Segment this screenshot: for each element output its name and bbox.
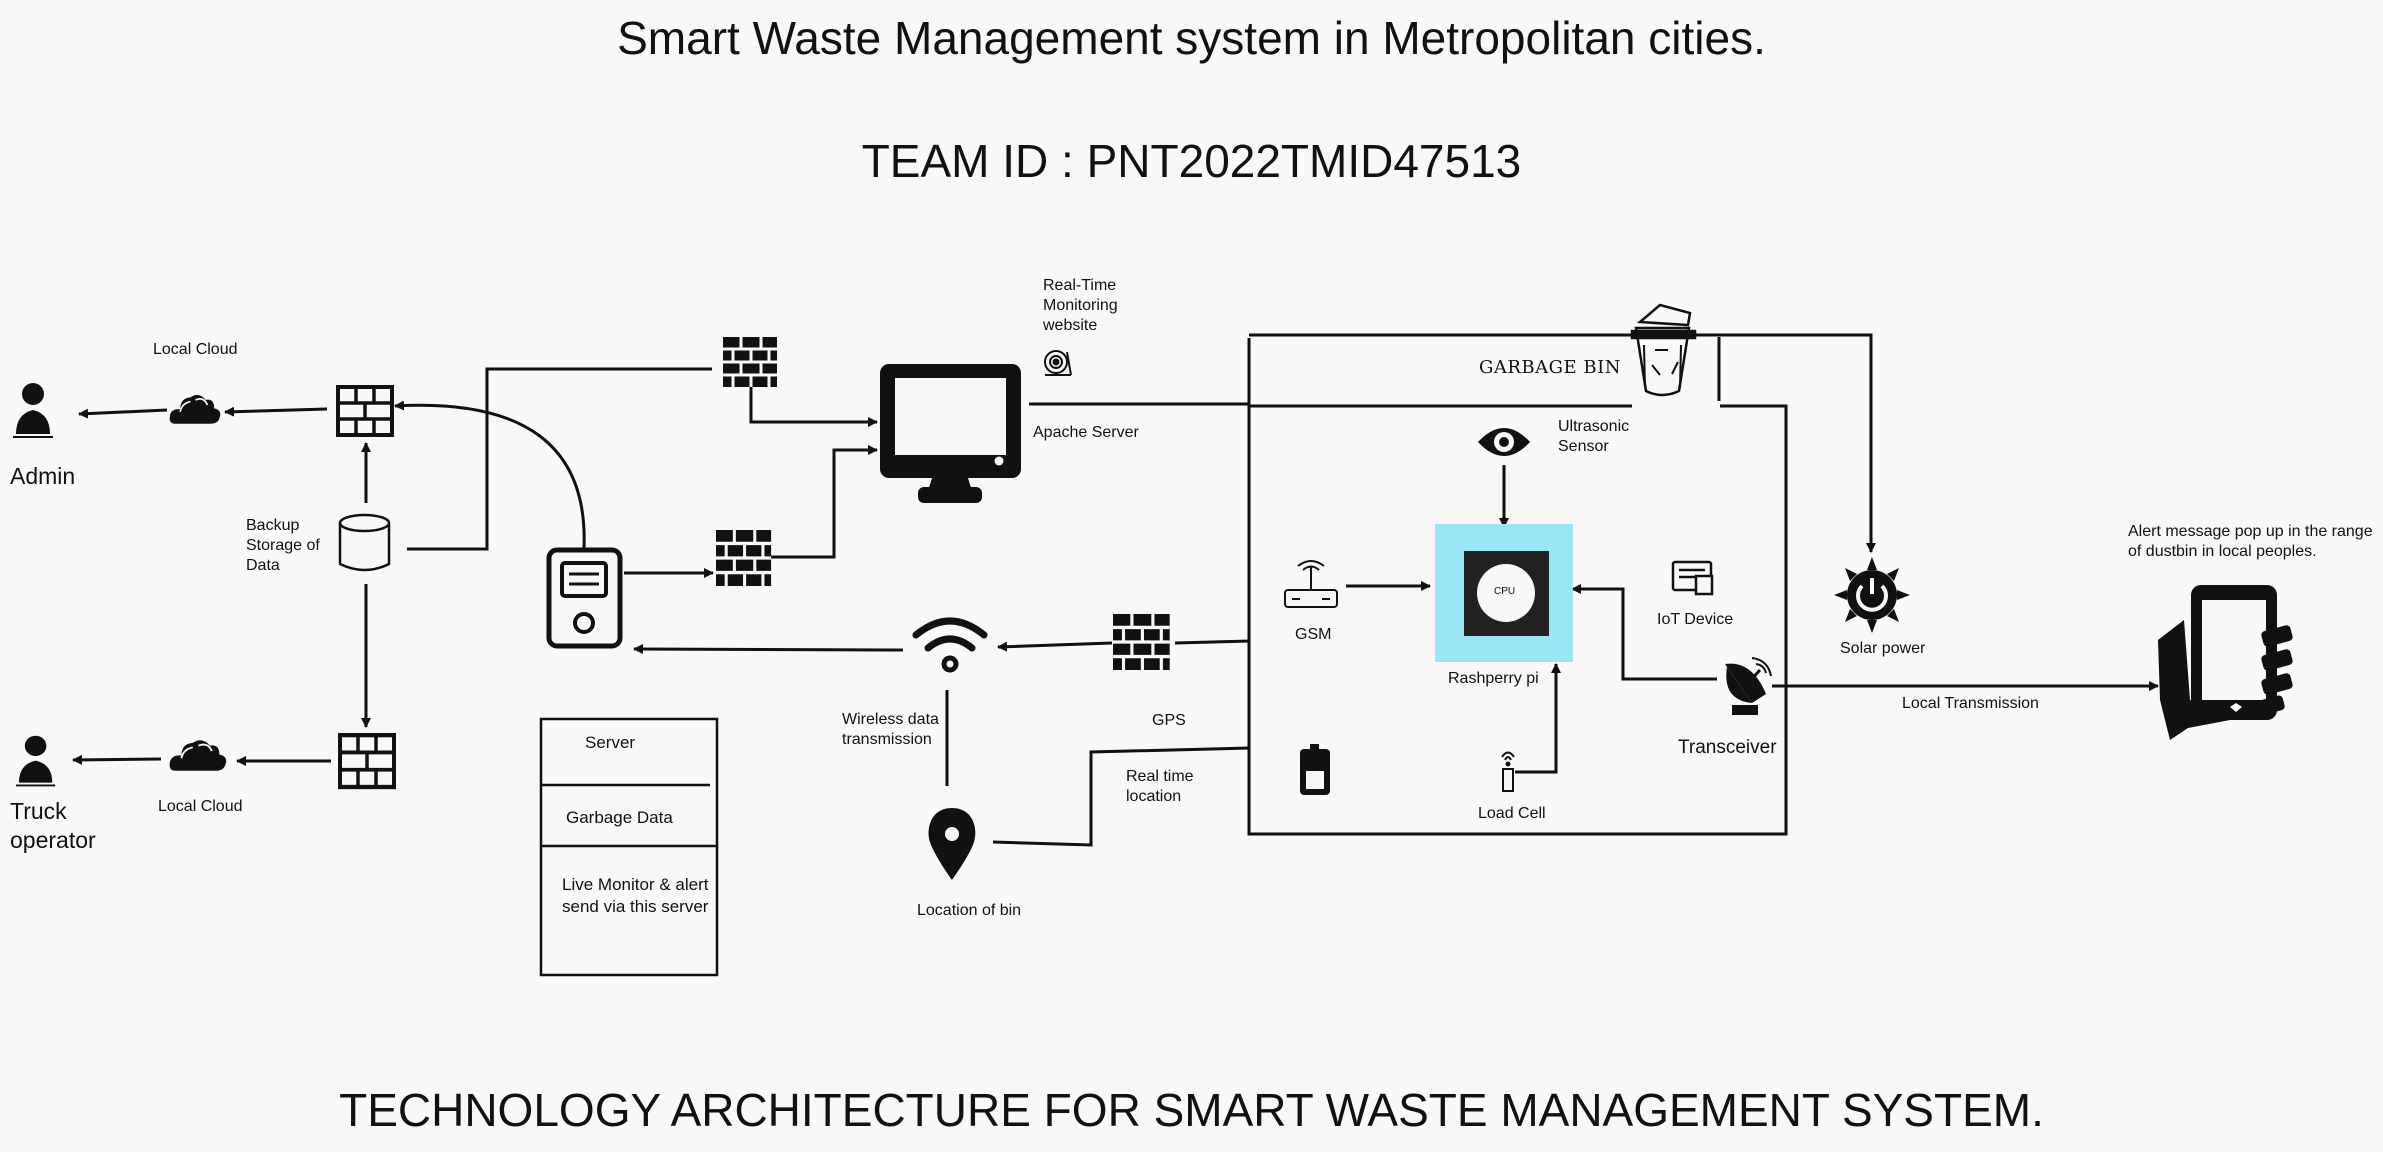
firewall-icon-wifi — [1111, 612, 1172, 672]
apache-server-label: Apache Server — [1033, 424, 1139, 441]
database-icon — [338, 513, 391, 572]
firewall-icon-admin — [336, 385, 394, 437]
server-tower-icon — [546, 547, 623, 649]
iot-device-icon — [1671, 560, 1714, 596]
connector-lines — [72, 333, 2159, 847]
solar-power-label: Solar power — [1840, 640, 1926, 657]
eye-sensor-icon — [1478, 428, 1530, 456]
raspberry-pi-label: Rashperry pi — [1448, 670, 1539, 687]
map-pin-icon — [928, 808, 976, 880]
realtime-website-label: Real-Time Monitoring website — [1043, 277, 1118, 334]
cloud-icon-bottom — [168, 739, 228, 772]
monitor-icon — [880, 364, 1021, 503]
team-id: TEAM ID : PNT2022TMID47513 — [861, 135, 1522, 187]
firewall-icon-monitor — [721, 335, 779, 389]
admin-label: Admin — [10, 463, 76, 489]
edge-cloud-to-truck — [72, 754, 162, 765]
local-cloud-top-label: Local Cloud — [153, 341, 238, 358]
cpu-label: CPU — [1494, 586, 1516, 597]
backup-storage-label: Backup Storage of Data — [246, 517, 320, 574]
raspberry-pi-module — [1435, 524, 1573, 662]
webcam-icon — [1044, 350, 1072, 376]
iot-device-label: IoT Device — [1657, 611, 1734, 628]
edge-firewall-to-wifi — [997, 641, 1113, 652]
local-transmission-label: Local Transmission — [1902, 695, 2039, 712]
edge-firewall-to-monitor — [749, 382, 878, 427]
ultrasonic-sensor-label: Ultrasonic Sensor — [1558, 418, 1630, 455]
load-cell-icon — [1501, 751, 1515, 792]
edge-bin-to-solar — [1693, 333, 1876, 553]
local-cloud-bottom-label: Local Cloud — [158, 798, 243, 815]
edge-location-to-bin — [992, 746, 1251, 847]
garbage-bin-label: GARBAGE BIN — [1479, 357, 1621, 378]
footer-caption: TECHNOLOGY ARCHITECTURE FOR SMART WASTE … — [339, 1084, 2044, 1136]
server-table — [539, 717, 719, 977]
recycle-bin-icon — [1630, 303, 1697, 397]
server-table-row-garbage-data: Garbage Data — [566, 808, 673, 827]
satellite-dish-icon — [1725, 657, 1772, 715]
wifi-icon — [912, 617, 988, 673]
edge-cloud-to-admin — [78, 408, 168, 419]
truck-operator-person-icon — [16, 735, 56, 787]
location-of-bin-label: Location of bin — [917, 902, 1022, 919]
battery-icon — [1300, 744, 1330, 795]
admin-person-icon — [13, 383, 53, 438]
edge-server-to-firewall — [394, 400, 586, 549]
edge-firewall-mid-to-monitor — [770, 445, 878, 559]
page-title: Smart Waste Management system in Metropo… — [617, 12, 1766, 64]
transceiver-label: Transceiver — [1678, 737, 1777, 758]
realtime-location-label: Real time location — [1126, 768, 1194, 805]
garbage-bin-container — [1247, 333, 1788, 836]
firewall-icon-truck — [340, 735, 394, 787]
cloud-icon-top — [168, 394, 222, 425]
router-icon — [1284, 560, 1338, 608]
server-table-row-live-monitor: Live Monitor & alert send via this serve… — [562, 875, 709, 916]
gsm-label: GSM — [1295, 626, 1332, 643]
smartphone-hand-icon — [2158, 585, 2293, 740]
solar-power-icon — [1834, 557, 1910, 633]
alert-message-label: Alert message pop up in the range of dus… — [2128, 523, 2373, 560]
truck-operator-label: Truck operator — [10, 798, 96, 853]
gps-label: GPS — [1152, 712, 1186, 729]
wireless-label: Wireless data transmission — [842, 711, 939, 748]
edge-backup-to-firewall-monitor — [407, 367, 712, 551]
edge-firewall-to-cloud — [224, 406, 328, 417]
edge-transceiver-to-pi — [1571, 584, 1717, 681]
edge-wifi-to-server — [633, 644, 904, 655]
firewall-icon-server — [714, 528, 773, 588]
edge-bin-to-firewall — [1174, 639, 1251, 645]
edge-loadcell-to-pi — [1515, 663, 1561, 774]
load-cell-label: Load Cell — [1478, 805, 1546, 822]
server-table-row-server: Server — [585, 733, 636, 752]
